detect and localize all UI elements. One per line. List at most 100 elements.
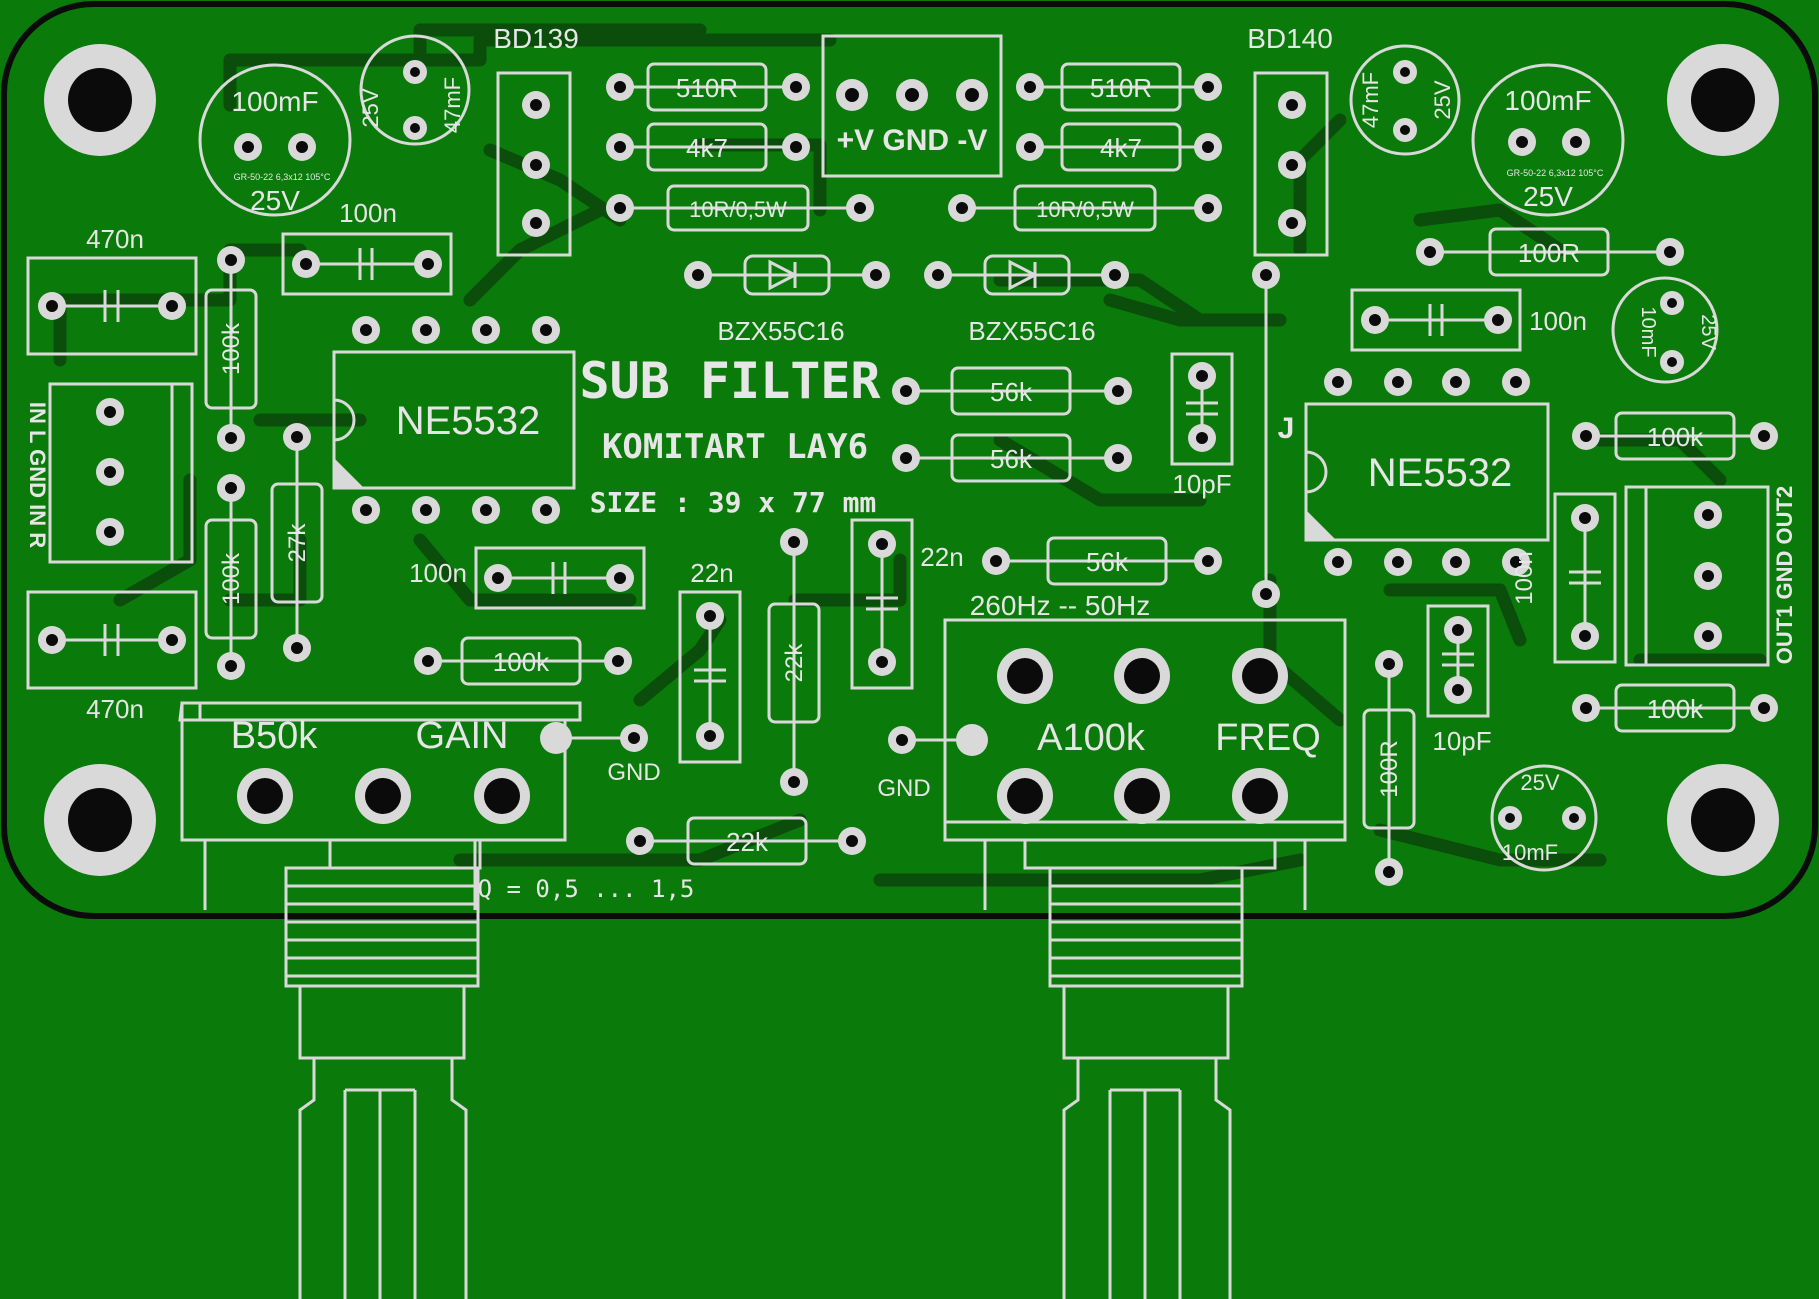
cap-100mf-left-value: 100mF [231,86,318,117]
cap-470n-bottom-label: 470n [86,694,144,724]
cap-470n-top-label: 470n [86,224,144,254]
output-connector: OUT1 GND OUT2 [1624,485,1797,667]
resistor-22k-vertical: 22k [767,528,821,796]
cap-100n-right: 100n [1350,288,1587,352]
resistor-56k-a-label: 56k [990,377,1033,407]
ic-ne5532-right: NE5532 [1304,368,1550,576]
resistor-10r-left-label: 10R/0,5W [689,197,787,222]
cap-470n-bottom: 470n [26,590,198,724]
resistor-56k-b-label: 56k [990,444,1033,474]
cap-10mf-bottom-value: 10mF [1502,840,1558,865]
ic-ne5532-left: NE5532 [332,316,576,524]
resistor-100r-vertical-label: 100R [1376,740,1403,797]
resistor-56k-b: 56k [892,433,1132,483]
resistor-100k-a: 100k [204,246,258,452]
resistor-10r-left: 10R/0,5W [606,184,874,232]
resistor-100r-top: 100R [1416,227,1684,277]
cap-47mf-left-value: 47mF [440,77,465,133]
cap-47mf-left-voltage: 25V [358,88,383,127]
resistor-10r-right-label: 10R/0,5W [1036,197,1134,222]
resistor-100k-r1: 100k [1572,411,1778,461]
cap-22n-b: 22n [850,518,964,690]
bd139-transistor: BD139 [493,23,579,257]
cap-100mf-right: 100mF 25V GR-50-22 6,3x12 105°C [1471,63,1625,217]
cap-10pf-b: 10pF [1426,604,1492,756]
cap-10mf-top-voltage: 25V [1697,314,1719,350]
resistor-510r-left-label: 510R [676,73,738,103]
resistor-100k-mid: 100k [414,636,632,686]
cap-22n-a-label: 22n [690,558,733,588]
input-connector-label: IN L GND IN R [25,402,50,548]
q-range-label: Q = 0,5 ... 1,5 [478,875,695,903]
output-connector-label: OUT1 GND OUT2 [1772,486,1797,664]
cap-100n-right-vertical-label: 100n [1511,551,1538,604]
cap-100n-mid-label: 100n [409,558,467,588]
cap-10mf-top: 10mF 25V [1611,276,1719,384]
ic-ne5532-right-label: NE5532 [1368,451,1513,495]
mounting-hole-bl [44,764,156,876]
zener-diode-right: BZX55C16 [924,254,1129,346]
cap-10pf-b-label: 10pF [1432,726,1491,756]
resistor-100k-r2-label: 100k [1647,694,1704,724]
input-connector: IN L GND IN R [25,382,194,564]
bd140-label: BD140 [1247,23,1333,54]
pot-gain: B50k GAIN GND [178,701,661,1299]
resistor-27k: 27k [270,423,324,662]
pot-freq-value: A100k [1037,717,1146,759]
bd140-transistor: BD140 [1247,23,1333,257]
resistor-100r-top-label: 100R [1518,238,1580,268]
cap-100mf-left: 100mF 25V GR-50-22 6,3x12 105°C [198,63,352,217]
resistor-10r-right: 10R/0,5W [948,184,1222,232]
pot-gain-label: GAIN [416,715,509,757]
cap-22n-b-label: 22n [920,542,963,572]
cap-100n-mid: 100n [409,546,646,610]
power-connector-label: +V GND -V [837,124,988,157]
cap-100mf-left-part: GR-50-22 6,3x12 105°C [234,172,331,182]
cap-100n-top-label: 100n [339,198,397,228]
resistor-510r-left: 510R [606,62,810,112]
pot-freq: A100k FREQ GND [877,618,1347,1299]
resistor-56k-c: 56k [982,536,1222,586]
cap-100mf-right-part: GR-50-22 6,3x12 105°C [1507,168,1604,178]
cap-22n-a: 22n [678,558,742,764]
resistor-4k7-left-label: 4k7 [686,133,728,163]
mounting-hole-tl [44,44,156,156]
cap-10pf-a: 10pF [1170,352,1234,499]
pot-freq-label: FREQ [1215,717,1321,759]
gnd-label-a: GND [607,759,660,786]
resistor-22k-vertical-label: 22k [781,643,808,683]
pot-gain-value: B50k [231,715,319,757]
cap-470n-top: 470n [26,224,198,356]
jumper-wire: J [1252,261,1294,608]
bd139-label: BD139 [493,23,579,54]
resistor-100k-r1-label: 100k [1647,422,1704,452]
board-size: SIZE : 39 x 77 mm [590,486,877,519]
mounting-hole-tr [1667,44,1779,156]
ic-ne5532-left-label: NE5532 [396,399,541,443]
resistor-510r-right: 510R [1016,62,1222,112]
board-subtitle: KOMITART LAY6 [602,427,868,467]
cap-100mf-right-voltage: 25V [1523,181,1573,212]
zener-diode-left: BZX55C16 [684,254,890,346]
cap-10mf-bottom-voltage: 25V [1520,770,1559,795]
resistor-100k-b: 100k [204,474,258,680]
zener-diode-right-label: BZX55C16 [968,316,1095,346]
zener-diode-left-label: BZX55C16 [717,316,844,346]
cap-10mf-bottom: 25V 10mF [1490,764,1598,872]
cap-100n-top: 100n [281,198,453,296]
cap-100n-right-vertical: 100n [1511,492,1617,664]
cap-47mf-left: 47mF 25V [358,34,471,146]
jumper-label: J [1278,412,1295,445]
board-title: SUB FILTER [579,352,881,410]
resistor-100r-vertical: 100R [1362,650,1416,886]
resistor-100k-r2: 100k [1572,683,1778,733]
mounting-hole-br [1667,764,1779,876]
cap-100n-right-label: 100n [1529,306,1587,336]
resistor-4k7-left: 4k7 [606,122,810,172]
cap-100mf-left-voltage: 25V [250,185,300,216]
resistor-56k-a: 56k [892,366,1132,416]
resistor-22k-horizontal: 22k [626,816,866,866]
resistor-4k7-right: 4k7 [1016,122,1222,172]
cap-47mf-right-value: 47mF [1358,72,1383,128]
